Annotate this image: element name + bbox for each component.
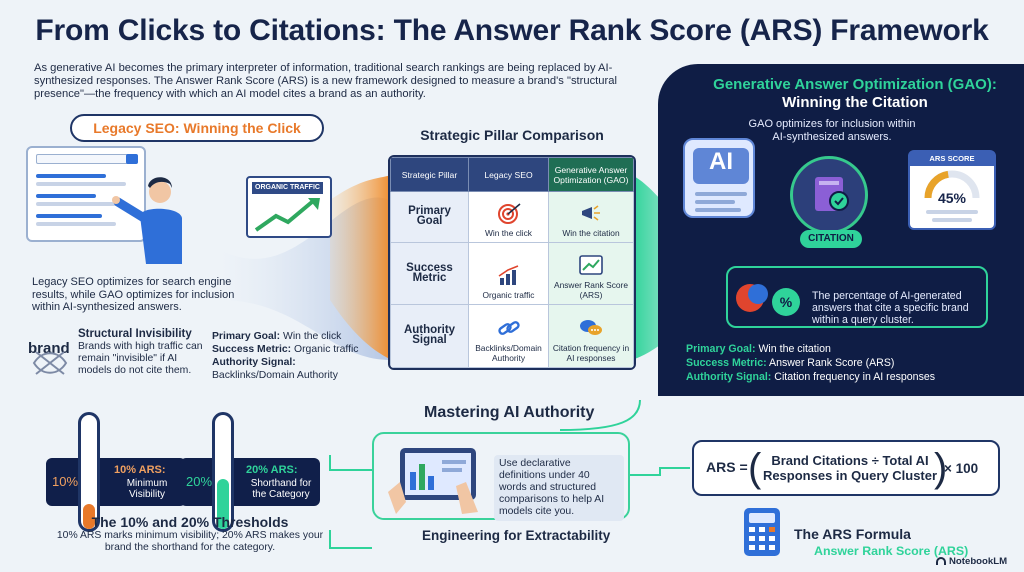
page-title: From Clicks to Citations: The Answer Ran… xyxy=(35,14,989,47)
formula-rhs: × 100 xyxy=(944,461,979,476)
mastering-heading: Mastering AI Authority xyxy=(424,404,595,421)
legacy-cell: Win the click xyxy=(468,191,549,243)
ars-card-value: 45% xyxy=(937,190,967,206)
thresholds-title: The 10% and 20% Thresholds xyxy=(91,514,289,530)
formula-lhs: ARS = xyxy=(706,459,748,475)
pillar-label: Primary Goal xyxy=(390,191,469,243)
legacy-metric-primary-goal: Primary Goal: Win the click xyxy=(212,331,342,342)
comparison-heading: Strategic Pillar Comparison xyxy=(420,127,604,143)
invisibility-body: Brands with high traffic can remain "inv… xyxy=(78,341,203,376)
legacy-cell: Organic traffic xyxy=(468,241,549,306)
svg-text:%: % xyxy=(780,294,793,310)
gao-description: GAO optimizes for inclusion within AI-sy… xyxy=(748,118,916,143)
brain-percent-icon: % xyxy=(736,284,800,316)
ars-definition-box: % Answer Rank Score (ARS) xyxy=(726,266,988,558)
legacy-metrics: Primary Goal: Win the click Success Metr… xyxy=(212,330,402,382)
thermometer-20-icon xyxy=(212,412,234,532)
table-row: Success Metric Organic traffic Answer Ra… xyxy=(390,241,634,306)
target-icon xyxy=(497,203,521,224)
book-icon xyxy=(815,177,849,211)
comparison-table: Strategic Pillar Legacy SEO Generative A… xyxy=(388,155,636,370)
formula-title: The ARS Formula xyxy=(794,526,911,542)
trend-chart-icon xyxy=(579,255,603,276)
gao-cell: Answer Rank Score (ARS) xyxy=(548,241,634,306)
threshold-10-pct: 10% xyxy=(52,474,79,489)
chain-link-icon xyxy=(497,321,520,335)
gao-heading: Generative Answer Optimization (GAO): xyxy=(713,76,997,93)
column-header: Strategic Pillar xyxy=(390,157,469,192)
ai-chat-window: AI xyxy=(683,138,755,218)
search-icon xyxy=(126,154,138,164)
ars-card-title: ARS SCORE xyxy=(910,152,994,166)
ars-formula-box: ARS = ( Brand Citations ÷ Total AI Respo… xyxy=(692,440,1000,496)
gao-cell: Citation frequency in AI responses xyxy=(548,304,634,368)
thermometer-20-fill xyxy=(217,478,229,529)
thresholds-body: 10% ARS marks minimum visibility; 20% AR… xyxy=(56,530,324,553)
legacy-metric-success: Success Metric: Organic traffic xyxy=(212,344,359,355)
extractability-title: Engineering for Extractability xyxy=(422,528,611,543)
bar-chart-icon xyxy=(498,265,518,286)
thermometer-10-fill xyxy=(83,503,95,529)
ars-body: The percentage of AI-generated answers t… xyxy=(812,290,969,326)
threshold-10-box: 10% 10% ARS: Minimum Visibility xyxy=(46,458,186,506)
legacy-metric-authority: Authority Signal:Backlinks/Domain Author… xyxy=(212,357,338,381)
citation-book-icon xyxy=(790,156,868,234)
gao-cell: Win the citation xyxy=(548,191,634,243)
legacy-cell: Backlinks/Domain Authority xyxy=(468,304,549,368)
pillar-label: Authority Signal xyxy=(390,304,469,368)
search-results-browser xyxy=(26,146,146,242)
ars-title: Answer Rank Score (ARS) xyxy=(814,544,969,558)
open-paren: ( xyxy=(748,446,762,490)
threshold-20-box: 20% 20% ARS: Shorthand for the Category xyxy=(180,458,320,506)
tablet-hands-icon xyxy=(388,448,478,514)
table-row: Primary Goal Win the click Win the citat… xyxy=(390,191,634,243)
threshold-10-label: 10% ARS: xyxy=(114,464,166,476)
column-header: Legacy SEO xyxy=(468,157,549,192)
pillar-label: Success Metric xyxy=(390,241,469,306)
mastering-description: Use declarative definitions under 40 wor… xyxy=(494,455,624,521)
ai-label: AI xyxy=(709,148,733,175)
chat-bubbles-icon xyxy=(580,320,602,335)
search-bar xyxy=(36,154,136,164)
organic-traffic-chart: ORGANIC TRAFFIC xyxy=(246,176,332,238)
gao-metric-primary-goal: Primary Goal: Win the citation xyxy=(686,343,831,355)
threshold-20-desc: Shorthand for the Category xyxy=(250,478,312,500)
threshold-10-desc: Minimum Visibility xyxy=(126,478,168,500)
gao-metrics: Primary Goal: Win the citation Success M… xyxy=(686,342,986,384)
organic-traffic-label: ORGANIC TRAFFIC xyxy=(252,182,323,194)
close-paren: ) xyxy=(934,446,948,490)
legacy-seo-heading: Legacy SEO: Winning the Click xyxy=(70,114,324,142)
gao-metric-success: Success Metric: Answer Rank Score (ARS) xyxy=(686,357,895,369)
growth-arrow-icon xyxy=(254,198,320,232)
table-row: Authority Signal Backlinks/Domain Author… xyxy=(390,304,634,368)
threshold-20-pct: 20% xyxy=(186,474,213,489)
thermometer-10-icon xyxy=(78,412,100,532)
ars-gauge xyxy=(924,170,980,199)
ars-score-card: ARS SCORE 45% xyxy=(908,150,996,230)
invisibility-title: Structural Invisibility xyxy=(78,328,192,340)
formula-numerator: Brand Citations ÷ Total AI Responses in … xyxy=(762,453,938,483)
gao-metric-authority: Authority Signal: Citation frequency in … xyxy=(686,371,936,383)
threshold-20-label: 20% ARS: xyxy=(246,464,298,476)
citation-badge: CITATION xyxy=(800,230,862,248)
ars-gauge-fill xyxy=(924,170,949,199)
crossed-out-eye-icon xyxy=(32,351,68,375)
gao-subheading: Winning the Citation xyxy=(782,94,928,111)
person-pointing-icon xyxy=(112,177,182,264)
calculator-icon xyxy=(744,508,780,556)
notebooklm-mark: NotebookLM xyxy=(936,556,1007,567)
intro-text: As generative AI becomes the primary int… xyxy=(34,62,617,100)
column-header: Generative Answer Optimization (GAO) xyxy=(548,157,634,192)
ai-badge xyxy=(693,148,749,184)
notebooklm-icon xyxy=(936,557,946,566)
megaphone-icon xyxy=(582,205,600,221)
legacy-description: Legacy SEO optimizes for search engine r… xyxy=(32,276,235,313)
